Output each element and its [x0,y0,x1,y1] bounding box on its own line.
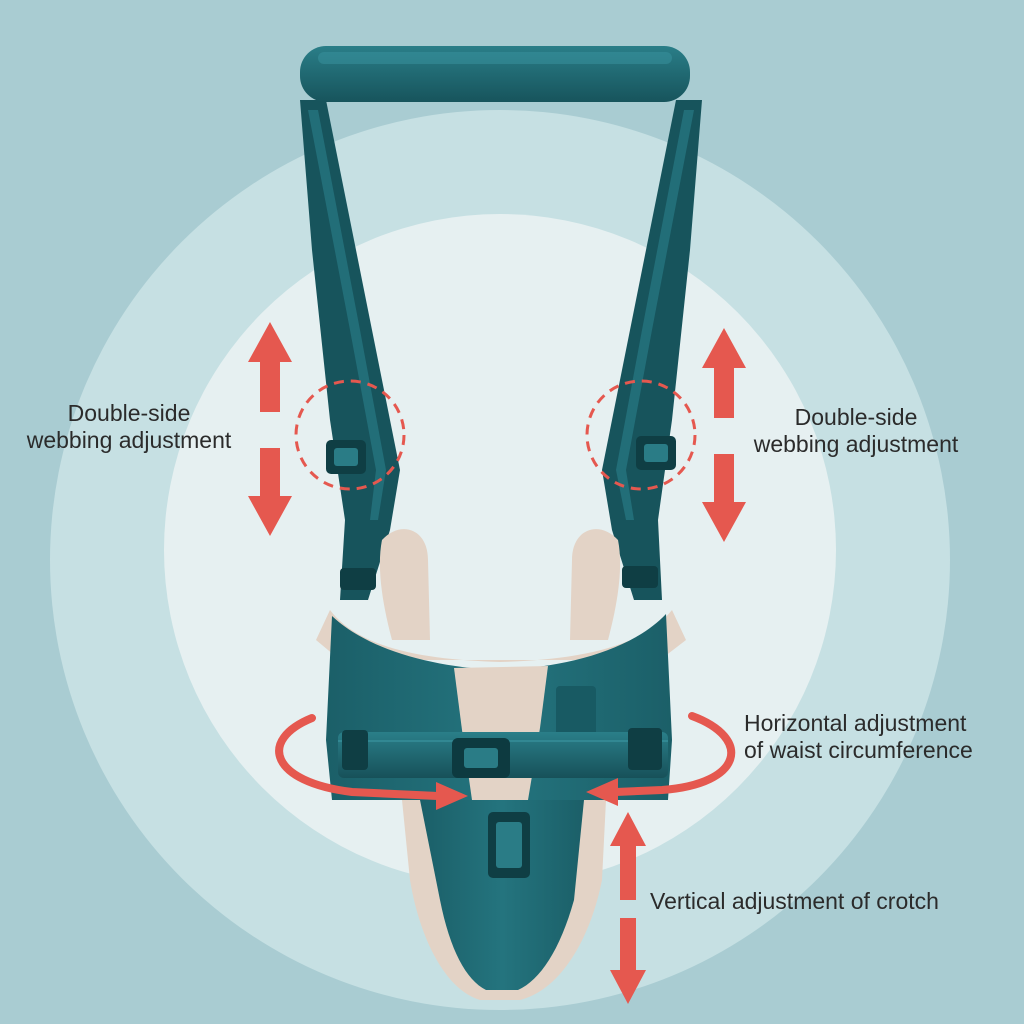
waist-line2: of waist circumference [744,737,973,763]
waist-circular-arrow-icon [275,712,736,810]
right-double-vertical-arrow-icon [702,328,746,542]
right-shoulder-strap [602,100,702,600]
waist-callout: Horizontal adjustment of waist circumfer… [744,710,973,764]
left-webbing-line1: Double-side [67,400,191,426]
left-strap-highlight [308,110,386,520]
crotch-strap [420,800,584,990]
left-webbing-callout: Double-side webbing adjustment [14,400,244,454]
crotch-buckle-slot [496,822,522,868]
crotch-double-vertical-arrow-icon [610,812,646,1004]
left-webbing-line2: webbing adjustment [26,427,232,453]
belt-left-slider [342,730,368,770]
left-shoulder-strap [300,100,400,600]
crotch-callout: Vertical adjustment of crotch [650,888,939,915]
left-strap-buckle-slot [334,448,358,466]
left-dashed-circle-icon [294,379,406,491]
top-handle-shine [318,52,672,64]
belt-center-buckle-slot [464,748,498,768]
right-strap-buckle-slot [644,444,668,462]
crotch-line1: Vertical adjustment of crotch [650,888,939,914]
walking-harness [300,46,702,1000]
right-webbing-line2: webbing adjustment [753,431,959,457]
right-lower-buckle [622,566,658,588]
right-strap-highlight [616,110,694,520]
right-webbing-callout: Double-side webbing adjustment [742,404,970,458]
right-webbing-line1: Double-side [794,404,918,430]
waist-line1: Horizontal adjustment [744,710,967,736]
left-lower-buckle [340,568,376,590]
right-shoulder-pad [570,529,621,640]
left-double-vertical-arrow-icon [248,322,292,536]
belt-right-slider [628,728,662,770]
right-dashed-circle-icon [585,379,697,491]
left-shoulder-pad [379,529,430,640]
